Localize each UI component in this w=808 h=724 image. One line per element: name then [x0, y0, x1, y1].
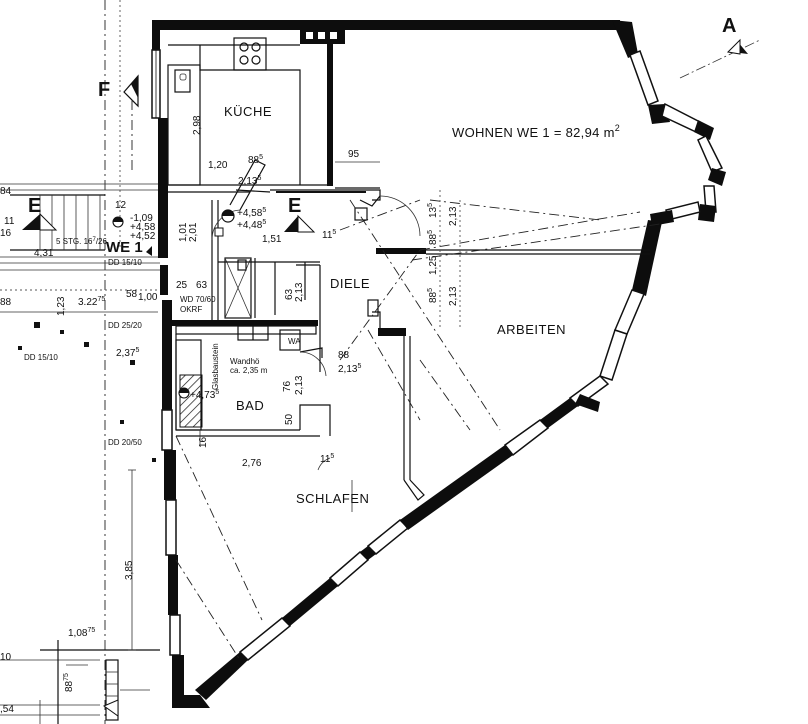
wd-label: WD 70/60	[180, 295, 216, 304]
room-label-diele: DIELE	[330, 276, 370, 291]
dim-text: 25	[176, 280, 188, 291]
dim-text: 3.2275	[78, 296, 105, 308]
section-marks: A F E E	[22, 15, 761, 717]
dim-text: 2,13	[294, 375, 305, 395]
dim-text: 76	[282, 380, 293, 392]
dim-text: 1,00	[138, 292, 158, 303]
dim-text: 135	[427, 203, 439, 218]
dim-text: 885	[427, 230, 439, 245]
dim-text: 115	[322, 229, 336, 241]
marker-square	[130, 360, 135, 365]
dim-text: ,54	[0, 704, 14, 715]
room-label-wa: WA	[288, 337, 301, 346]
dim-text: 2,13	[448, 206, 459, 226]
column-detail	[105, 659, 119, 721]
marker-square	[18, 346, 22, 350]
wall-height-value: ca. 2,35 m	[230, 366, 268, 375]
section-a-label: A	[722, 15, 736, 37]
dim-text: 11	[4, 216, 15, 227]
room-label-schlafen: SCHLAFEN	[296, 491, 369, 506]
dim-text: 1,25	[428, 255, 439, 275]
room-label-kueche: KÜCHE	[224, 104, 272, 119]
dd-label: DD 15/10	[108, 258, 142, 267]
dim-text: 2,13	[294, 282, 305, 302]
staircase	[10, 194, 105, 251]
dim-text: 2,375	[116, 347, 139, 359]
annotations: 5 STG. 167/26 DD 15/10 DD 25/20 DD 15/10…	[24, 237, 268, 447]
dim-text: 16	[0, 228, 12, 239]
dim-text: 1,51	[262, 234, 282, 245]
dim-text: 95	[348, 149, 360, 160]
construction-lines	[175, 190, 661, 661]
room-label-bad: BAD	[236, 398, 264, 413]
section-e-left-arrow-icon	[22, 214, 40, 230]
dimensions: 2,98 1,20 885 2,135 95 +4,585 +4,485 1,5…	[0, 115, 459, 715]
dim-text: 16	[198, 436, 209, 448]
dim-text: 115	[320, 453, 334, 465]
section-e-center-arrow-icon	[284, 216, 298, 232]
dd-label: DD 15/10	[24, 353, 58, 362]
dim-text: +4,52	[130, 231, 156, 242]
wall-height-label: Wandhö	[230, 357, 260, 366]
dim-text: 2,135	[338, 363, 361, 375]
section-e-left-label: E	[28, 195, 41, 217]
marker-square	[84, 342, 89, 347]
unit-label-we1: WE 1	[106, 239, 143, 256]
dim-text: +4,735	[190, 389, 219, 401]
marker-square	[152, 458, 156, 462]
dim-text: 2,135	[238, 175, 261, 187]
room-label-wohnen: WOHNEN WE 1 = 82,94 m2	[452, 123, 620, 140]
left-context	[0, 0, 160, 724]
dim-text: 88	[338, 350, 350, 361]
dim-text: +4,58	[130, 222, 156, 233]
dim-text: -1,09	[130, 213, 153, 224]
sink	[174, 69, 191, 93]
stove	[233, 37, 267, 71]
dim-text: 2,98	[192, 115, 203, 135]
dim-text: 12	[115, 200, 127, 211]
dim-text: 1,20	[208, 160, 228, 171]
toilet	[279, 329, 301, 351]
dim-text: 1,0875	[68, 627, 95, 639]
glass-block-label: Glasbaustein	[211, 343, 220, 390]
interior-walls	[167, 37, 650, 512]
dim-text: 885	[248, 154, 263, 166]
section-f-label: F	[98, 79, 110, 101]
dd-label: DD 20/50	[108, 438, 142, 447]
room-labels: KÜCHE WOHNEN WE 1 = 82,94 m2 DIELE ARBEI…	[106, 104, 620, 506]
dim-text: 2,76	[242, 458, 262, 469]
dim-text: 1,01	[178, 222, 189, 242]
exterior-walls	[151, 20, 726, 708]
room-label-arbeiten: ARBEITEN	[497, 322, 566, 337]
dim-text: 2,13	[448, 286, 459, 306]
dim-text: 58	[126, 289, 138, 300]
dim-text: 885	[427, 288, 439, 303]
marker-square	[34, 322, 40, 328]
dim-text: 10	[0, 652, 12, 663]
dim-text: 4,31	[34, 248, 54, 259]
dim-text: +4,485	[237, 219, 266, 231]
dim-text: 8875	[63, 673, 75, 692]
dim-text: 88	[0, 297, 12, 308]
dim-text: 63	[196, 280, 208, 291]
dd-label: DD 25/20	[108, 321, 142, 330]
dim-text: 84	[0, 186, 12, 197]
dim-text: +4,585	[237, 207, 266, 219]
marker-square	[60, 330, 64, 334]
dim-text: 63	[284, 288, 295, 300]
stair-label: 5 STG. 167/26	[56, 237, 107, 246]
okrf-label: OKRF	[180, 305, 202, 314]
dim-text: 50	[284, 413, 295, 425]
marker-square	[120, 420, 124, 424]
dim-text: 3,85	[124, 560, 135, 580]
dim-text: 1,23	[56, 296, 67, 316]
entry-marker-icon	[146, 246, 152, 256]
dim-text: 2,01	[188, 222, 199, 242]
section-e-center-label: E	[288, 195, 301, 217]
